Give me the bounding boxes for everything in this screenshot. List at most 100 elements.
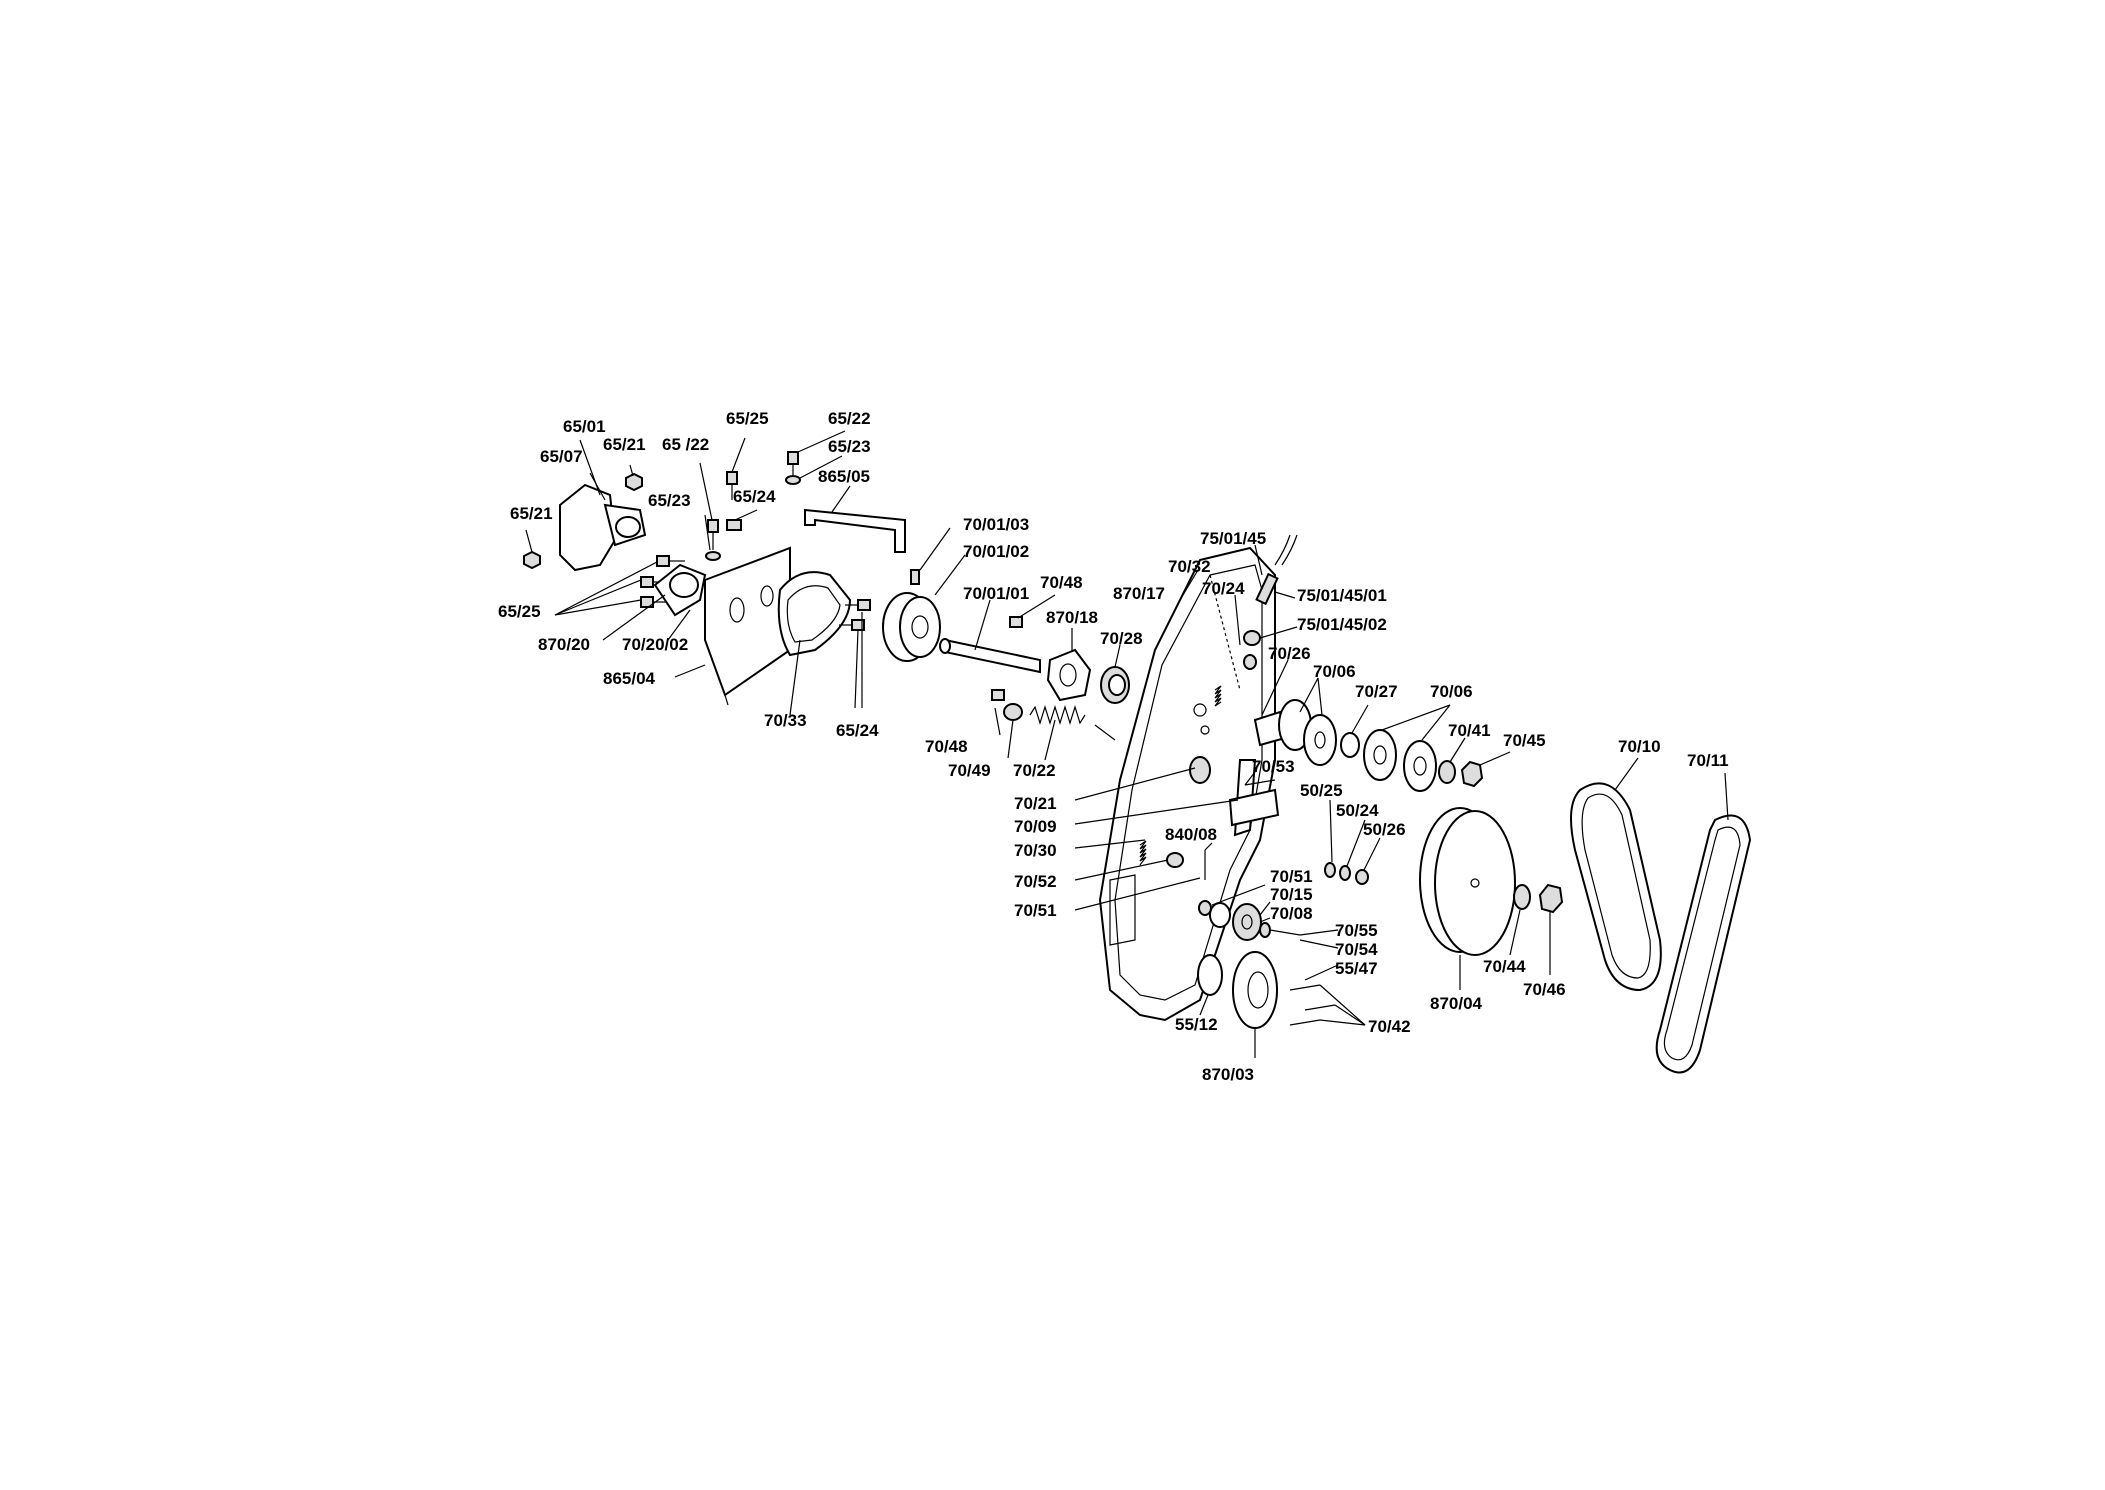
label-70-24: 70/24 xyxy=(1202,579,1245,598)
label-70-01-01: 70/01/01 xyxy=(963,584,1030,603)
nut-70-52 xyxy=(1166,852,1184,868)
washer-70-51 xyxy=(1198,900,1212,916)
gearbox-housing xyxy=(559,483,647,572)
nut-75-01-45-02 xyxy=(1243,630,1261,646)
label-50-25: 50/25 xyxy=(1300,781,1343,800)
label-70-06-b: 70/06 xyxy=(1430,682,1473,701)
label-840-08: 840/08 xyxy=(1165,825,1217,844)
spring-70-30 xyxy=(1139,840,1147,866)
part-70-27 xyxy=(1340,732,1360,758)
gear-70-01-02 xyxy=(882,592,941,662)
spring-70-26 xyxy=(1214,685,1222,707)
spring-70-22 xyxy=(1029,704,1116,741)
label-70-11: 70/11 xyxy=(1687,751,1729,770)
main-housing-870-17 xyxy=(1098,546,1276,1022)
flange-70-20-02 xyxy=(653,563,707,617)
label-50-24: 50/24 xyxy=(1336,801,1379,820)
label-70-10: 70/10 xyxy=(1618,737,1661,756)
bolts-70-55-70-54 xyxy=(1259,922,1301,938)
label-70-26: 70/26 xyxy=(1268,644,1311,663)
bolt-65-22 xyxy=(705,451,801,561)
label-70-22: 70/22 xyxy=(1013,761,1056,780)
bracket-865-05 xyxy=(804,508,906,553)
label-70-15: 70/15 xyxy=(1270,885,1313,904)
label-870-03: 870/03 xyxy=(1202,1065,1254,1084)
label-65-01: 65/01 xyxy=(563,417,606,436)
bolt-70-48-top xyxy=(1009,616,1023,628)
belt-70-10 xyxy=(1570,782,1662,992)
label-65-25-top: 65/25 xyxy=(726,409,769,428)
label-70-48-top: 70/48 xyxy=(1040,573,1083,592)
cable-75-01-45 xyxy=(1255,534,1298,606)
label-70-06-a: 70/06 xyxy=(1313,662,1356,681)
label-55-47: 55/47 xyxy=(1335,959,1378,978)
label-70-08: 70/08 xyxy=(1270,904,1313,923)
label-55-12: 55/12 xyxy=(1175,1015,1218,1034)
label-65-07: 65/07 xyxy=(540,447,583,466)
label-65-22-left: 65 /22 xyxy=(662,435,710,454)
pulley-870-03 xyxy=(1197,951,1278,1029)
washer-70-44 xyxy=(1513,884,1531,910)
label-65-23-left: 65/23 xyxy=(648,491,691,510)
bolts-70-42 xyxy=(1289,984,1336,1026)
washer-70-49 xyxy=(1003,703,1023,721)
label-70-21: 70/21 xyxy=(1014,794,1057,813)
label-70-20-02: 70/20/02 xyxy=(622,635,689,654)
pulley-70-06-a xyxy=(1253,699,1337,766)
label-70-52: 70/52 xyxy=(1014,872,1057,891)
label-70-53: 70/53 xyxy=(1252,757,1295,776)
label-65-24-bottom: 65/24 xyxy=(836,721,879,740)
washer-70-41 xyxy=(1438,760,1456,784)
label-50-26: 50/26 xyxy=(1363,820,1406,839)
label-65-25-left: 65/25 xyxy=(498,602,541,621)
label-70-45: 70/45 xyxy=(1503,731,1546,750)
belt-70-11 xyxy=(1655,814,1752,1074)
label-70-55: 70/55 xyxy=(1335,921,1378,940)
label-70-44: 70/44 xyxy=(1483,957,1526,976)
roller-70-21 xyxy=(1189,756,1211,784)
label-865-04: 865/04 xyxy=(603,669,655,688)
label-70-32: 70/32 xyxy=(1168,557,1211,576)
nut-65-21-b xyxy=(625,472,643,492)
bolt-65-24 xyxy=(726,519,742,531)
label-75-01-45-01: 75/01/45/01 xyxy=(1297,586,1387,605)
label-870-17: 870/17 xyxy=(1113,584,1165,603)
label-70-41: 70/41 xyxy=(1448,721,1491,740)
label-870-18: 870/18 xyxy=(1046,608,1098,627)
label-70-51-left: 70/51 xyxy=(1014,901,1057,920)
bolt-70-48-lower xyxy=(991,689,1005,701)
label-65-21-right: 65/21 xyxy=(603,435,646,454)
pulley-70-06-b xyxy=(1363,729,1437,792)
label-870-04: 870/04 xyxy=(1430,994,1482,1013)
label-75-01-45-02: 75/01/45/02 xyxy=(1297,615,1387,634)
label-70-54: 70/54 xyxy=(1335,940,1378,959)
lever-70-09 xyxy=(1228,759,1280,837)
leader-lines xyxy=(525,430,1729,1058)
part-70-24 xyxy=(1243,654,1257,670)
idler-70-08 xyxy=(1209,902,1262,941)
label-70-46: 70/46 xyxy=(1523,980,1566,999)
nut-70-46 xyxy=(1538,883,1564,914)
label-70-33: 70/33 xyxy=(764,711,807,730)
label-70-48-lower: 70/48 xyxy=(925,737,968,756)
pin-70-01-03 xyxy=(910,569,920,585)
label-870-20: 870/20 xyxy=(538,635,590,654)
label-75-01-45: 75/01/45 xyxy=(1200,529,1267,548)
shaft-70-01-01 xyxy=(939,638,1041,674)
label-70-30: 70/30 xyxy=(1014,841,1057,860)
label-65-21-left: 65/21 xyxy=(510,504,553,523)
label-70-51-right: 70/51 xyxy=(1270,867,1313,886)
label-70-28: 70/28 xyxy=(1100,629,1143,648)
cover-plate-865-04 xyxy=(704,546,791,706)
label-70-49: 70/49 xyxy=(948,761,991,780)
belt-70-33 xyxy=(777,571,852,657)
label-70-01-02: 70/01/02 xyxy=(963,542,1030,561)
label-70-01-03: 70/01/03 xyxy=(963,515,1030,534)
nut-65-21-a xyxy=(523,550,541,570)
label-65-24-top: 65/24 xyxy=(733,487,776,506)
label-65-22-right: 65/22 xyxy=(828,409,871,428)
label-865-05: 865/05 xyxy=(818,467,870,486)
label-70-27: 70/27 xyxy=(1355,682,1398,701)
bolt-70-53 xyxy=(1244,779,1276,786)
washers-50 xyxy=(1324,862,1369,885)
